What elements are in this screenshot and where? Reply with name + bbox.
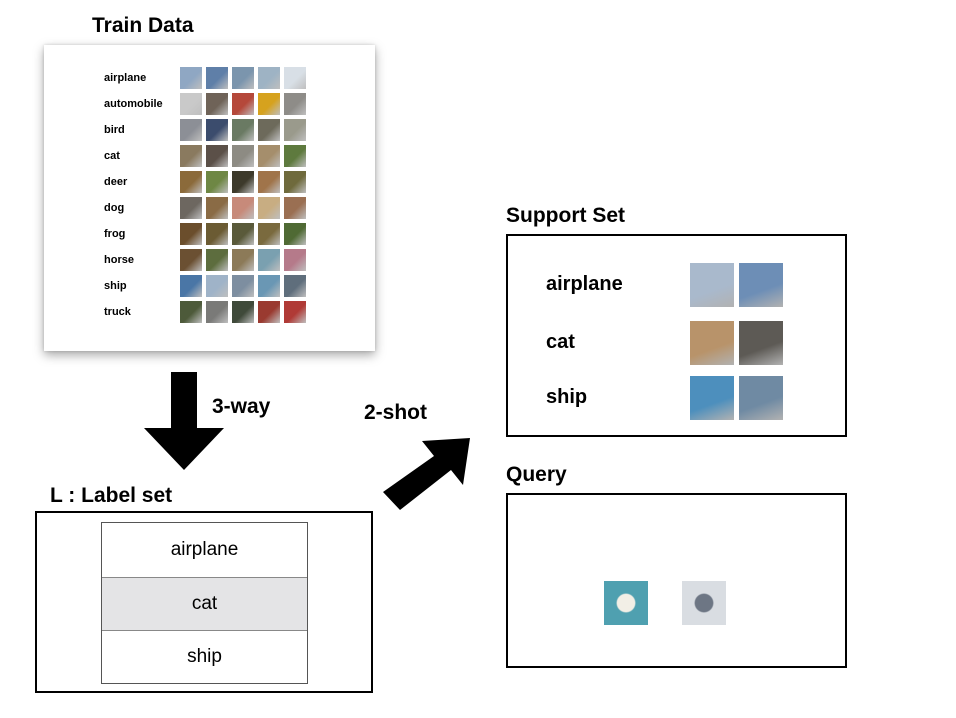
label-set-title: L : Label set [50, 484, 173, 507]
train-row: ship [44, 274, 375, 300]
train-image-thumbnail [258, 223, 280, 245]
train-image-thumbnail [258, 275, 280, 297]
train-image-thumbnail [232, 249, 254, 271]
train-image-thumbnail [180, 67, 202, 89]
train-image-thumbnail [180, 249, 202, 271]
shot-label: 2-shot [364, 401, 427, 424]
train-image-thumbnail [284, 145, 306, 167]
down-arrow-shape [144, 372, 224, 470]
train-row-label: automobile [104, 98, 163, 110]
train-image-thumbnail [284, 275, 306, 297]
query-title: Query [506, 463, 567, 486]
support-set-image [690, 321, 734, 365]
train-image-thumbnail [284, 223, 306, 245]
label-set-item: airplane [170, 538, 239, 560]
train-image-thumbnail [206, 171, 228, 193]
support-set-image [739, 321, 783, 365]
way-label: 3-way [212, 395, 271, 418]
query-box [506, 493, 847, 668]
train-row-label: horse [104, 254, 134, 266]
train-image-thumbnail [284, 197, 306, 219]
train-image-thumbnail [180, 119, 202, 141]
train-image-thumbnail [206, 119, 228, 141]
train-row: frog [44, 222, 375, 248]
train-image-thumbnail [284, 67, 306, 89]
label-set-item: cat [102, 577, 307, 630]
train-image-thumbnail [232, 67, 254, 89]
train-image-thumbnail [232, 275, 254, 297]
train-row-label: frog [104, 228, 126, 240]
train-row: airplane [44, 66, 375, 92]
train-image-thumbnail [180, 275, 202, 297]
train-image-thumbnail [206, 145, 228, 167]
train-image-thumbnail [284, 171, 306, 193]
down-arrow [144, 372, 224, 470]
train-image-thumbnail [180, 145, 202, 167]
train-image-thumbnail [258, 301, 280, 323]
train-image-thumbnail [232, 301, 254, 323]
support-set-image [690, 263, 734, 307]
support-set-box: airplane cat ship [506, 234, 847, 437]
support-set-label: cat [546, 331, 575, 353]
query-image [604, 581, 648, 625]
support-set-label: ship [546, 386, 588, 408]
train-row: cat [44, 144, 375, 170]
train-row: horse [44, 248, 375, 274]
support-set-image [739, 263, 783, 307]
train-image-thumbnail [232, 145, 254, 167]
train-row: bird [44, 118, 375, 144]
support-set-image [739, 376, 783, 420]
train-image-thumbnail [258, 67, 280, 89]
train-image-thumbnail [206, 93, 228, 115]
train-image-thumbnail [258, 145, 280, 167]
train-image-thumbnail [258, 171, 280, 193]
train-row-label: cat [104, 150, 120, 162]
train-row-label: ship [104, 280, 127, 292]
train-image-thumbnail [206, 67, 228, 89]
train-image-thumbnail [232, 197, 254, 219]
train-image-thumbnail [258, 249, 280, 271]
train-image-thumbnail [232, 93, 254, 115]
train-row-label: bird [104, 124, 125, 136]
train-row-label: airplane [104, 72, 147, 84]
train-row: automobile [44, 92, 375, 118]
diagonal-arrow [383, 438, 470, 510]
train-image-thumbnail [206, 275, 228, 297]
train-image-thumbnail [206, 249, 228, 271]
train-data-panel: airplane automobile bird cat deer dog frog hors… [44, 45, 375, 351]
train-image-thumbnail [206, 223, 228, 245]
train-image-thumbnail [232, 119, 254, 141]
support-set-title: Support Set [506, 204, 625, 227]
train-image-thumbnail [284, 119, 306, 141]
train-image-thumbnail [180, 171, 202, 193]
train-row: deer [44, 170, 375, 196]
train-row-label: deer [104, 176, 128, 188]
train-data-title: Train Data [92, 14, 194, 37]
support-set-image [690, 376, 734, 420]
train-image-thumbnail [284, 93, 306, 115]
query-image [682, 581, 726, 625]
train-image-thumbnail [180, 197, 202, 219]
support-set-label: airplane [546, 273, 623, 295]
train-row: truck [44, 300, 375, 326]
train-image-thumbnail [180, 301, 202, 323]
train-image-thumbnail [284, 249, 306, 271]
train-image-thumbnail [206, 301, 228, 323]
train-image-thumbnail [232, 223, 254, 245]
train-image-thumbnail [258, 119, 280, 141]
diagonal-arrow-shape [383, 438, 470, 510]
train-row-label: dog [104, 202, 125, 214]
train-image-thumbnail [258, 93, 280, 115]
train-image-thumbnail [180, 93, 202, 115]
train-row-label: truck [104, 306, 131, 318]
train-image-thumbnail [180, 223, 202, 245]
train-row: dog [44, 196, 375, 222]
train-image-thumbnail [232, 171, 254, 193]
train-image-thumbnail [206, 197, 228, 219]
train-image-thumbnail [258, 197, 280, 219]
label-set-item: ship [102, 630, 307, 683]
train-image-thumbnail [284, 301, 306, 323]
